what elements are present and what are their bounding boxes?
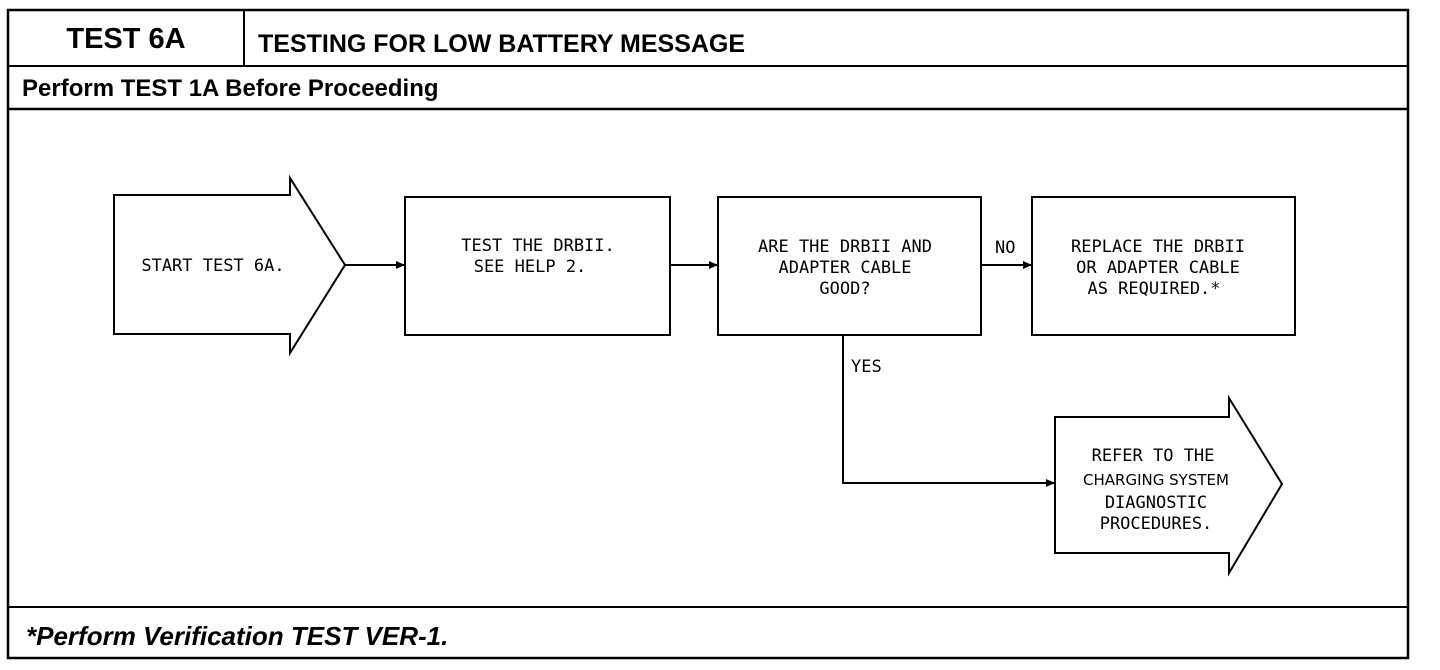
start-label: START TEST 6A. <box>141 256 284 276</box>
replace-line-2: OR ADAPTER CABLE <box>1076 258 1240 278</box>
test-id: TEST 6A <box>66 23 185 55</box>
test-drbii-line-2: SEE HELP 2. <box>474 257 587 277</box>
refer-line-4: PROCEDURES. <box>1100 514 1213 534</box>
test-drbii-line-1: TEST THE DRBII. <box>461 236 615 256</box>
prerequisite-note: Perform TEST 1A Before Proceeding <box>22 75 439 102</box>
replace-line-1: REPLACE THE DRBII <box>1071 237 1245 257</box>
decision-box <box>717 196 982 336</box>
refer-line-3: DIAGNOSTIC <box>1105 493 1207 513</box>
page-title: TESTING FOR LOW BATTERY MESSAGE <box>258 30 745 58</box>
refer-arrow-shape <box>1054 394 1284 577</box>
replace-line-3: AS REQUIRED.* <box>1087 279 1220 299</box>
decision-line-3: GOOD? <box>819 279 870 299</box>
verification-note: *Perform Verification TEST VER-1. <box>26 621 448 651</box>
decision-line-1: ARE THE DRBII AND <box>758 237 932 257</box>
no-label: NO <box>995 238 1015 258</box>
replace-box <box>1031 196 1296 336</box>
start-arrow-shape <box>113 174 347 357</box>
yes-label: YES <box>851 357 882 377</box>
decision-line-2: ADAPTER CABLE <box>778 258 911 278</box>
refer-line-1: REFER TO THE <box>1092 446 1215 466</box>
connector-yes-branch <box>842 335 1055 487</box>
refer-line-2: CHARGING SYSTEM <box>1083 471 1229 489</box>
outer-border <box>6 8 1410 660</box>
